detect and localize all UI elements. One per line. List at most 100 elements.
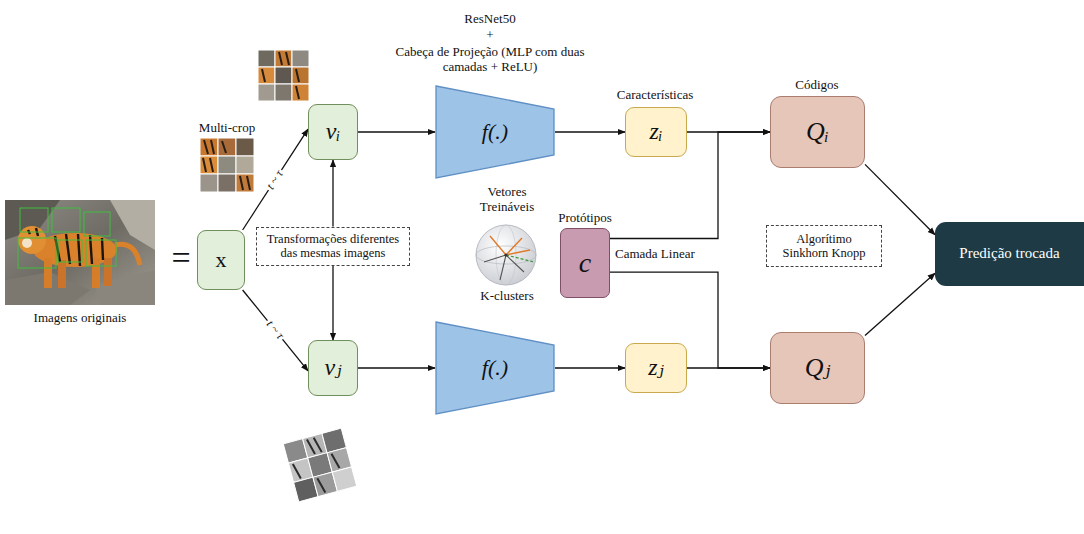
node-text: x [216,247,227,272]
note-box: Algorítimo Sinkhorn Knopp [766,225,882,267]
connector-arrow [555,131,625,132]
illustration-part [258,67,275,84]
illustration-part [262,52,299,99]
illustration-part [203,140,250,190]
feature-box: zⱼ [625,343,687,393]
illustration-part [236,156,254,174]
illustration-part [236,174,254,192]
node-text: vⱼ [325,354,342,382]
illustration-part [18,238,56,268]
illustration-part [86,240,116,266]
input-box: x [197,230,245,290]
encoder-trapezoid: f(.) [435,321,555,415]
illustration-part [490,236,530,255]
node-text: vᵢ [326,118,340,146]
illustration-part [496,225,516,285]
illustration-part [115,244,140,265]
node-text: Predição trocada [959,245,1059,262]
encoder-trapezoid: f(.) [435,85,555,179]
connector-arrow [332,160,333,227]
illustration-part [200,174,218,192]
illustration-part [275,84,292,101]
part-label: + [486,28,493,43]
connector-arrow [243,290,308,371]
part-label: Vetores Treináveis [467,185,547,215]
part-label: Multi-crop [199,121,255,136]
node-text: zⱼ [648,354,664,382]
illustration-part [28,228,103,266]
illustration-part [52,208,80,232]
illustration-part [18,226,46,254]
column-header: Códigos [795,78,838,93]
multi-crop-grid [200,138,254,192]
illustration-part [5,200,155,305]
connector-arrow [332,266,333,341]
part-label: Cabeça de Projeção (MLP com duas camadas… [390,45,590,75]
illustration-part [332,467,356,491]
feature-box: zᵢ [625,107,687,157]
note-box: Transformações diferentes das mesmas ima… [256,227,410,266]
prototype-box: Protótiposc [560,228,610,298]
image-caption: Imagens originais [34,311,127,326]
illustration-part [292,50,309,67]
output-box: Predição trocada [935,222,1084,286]
illustration-part [58,260,66,288]
illustration-part [236,138,254,156]
view-box: vᵢ [308,104,358,160]
node-text: Qⱼ [805,353,831,383]
illustration-part [44,258,52,288]
node-text: f(.) [482,119,508,144]
illustration-part [258,50,275,67]
illustration-part [258,84,275,101]
connector-arrow [243,129,308,230]
trapezoid-shape [436,86,554,178]
illustration-part [58,240,82,262]
node-text: Qᵢ [806,117,829,147]
trapezoid-shape [436,322,554,414]
part-label: ResNet50 [464,12,515,27]
connector-arrow [358,367,435,368]
illustration-part [292,67,309,84]
illustration-part [200,138,218,156]
edge-label: t ~ τ [263,317,288,344]
illustration-part [292,84,309,101]
equals-sign: = [171,238,190,277]
illustration-part [288,433,345,498]
illustration-part [218,138,236,156]
illustration-part [476,225,536,285]
illustration-part [484,255,524,280]
illustration-part [504,253,507,256]
illustration-part [84,212,110,236]
illustration-part [506,255,534,262]
illustration-part [104,258,112,286]
illustration-part [20,208,48,232]
node-heading: Protótipos [558,210,611,226]
view-box: vⱼ [308,340,358,396]
tiger-photo [5,200,155,305]
prototype-sphere [476,225,536,285]
part-label: K-clusters [480,289,533,304]
connector-arrow [865,273,935,335]
node-text: Algorítimo Sinkhorn Knopp [772,232,876,261]
illustration-part [218,174,236,192]
connector-arrow [555,367,625,368]
code-box: Qⱼ [770,332,865,404]
connector-arrow [358,131,435,132]
node-text: c [579,247,591,279]
edge-label: t ~ τ [263,166,287,193]
node-text: Transformações diferentes das mesmas ima… [262,232,404,261]
illustration-part [22,238,32,248]
node-text: f(.) [482,355,508,380]
illustration-part [275,67,292,84]
crop-grid-bottom [283,428,356,501]
illustration-part [218,156,236,174]
code-box: Qᵢ [770,96,865,168]
node-text: zᵢ [649,118,662,146]
crop-grid-top [258,50,309,101]
part-label: Camada Linear [615,247,695,262]
column-header: Características [617,88,694,103]
